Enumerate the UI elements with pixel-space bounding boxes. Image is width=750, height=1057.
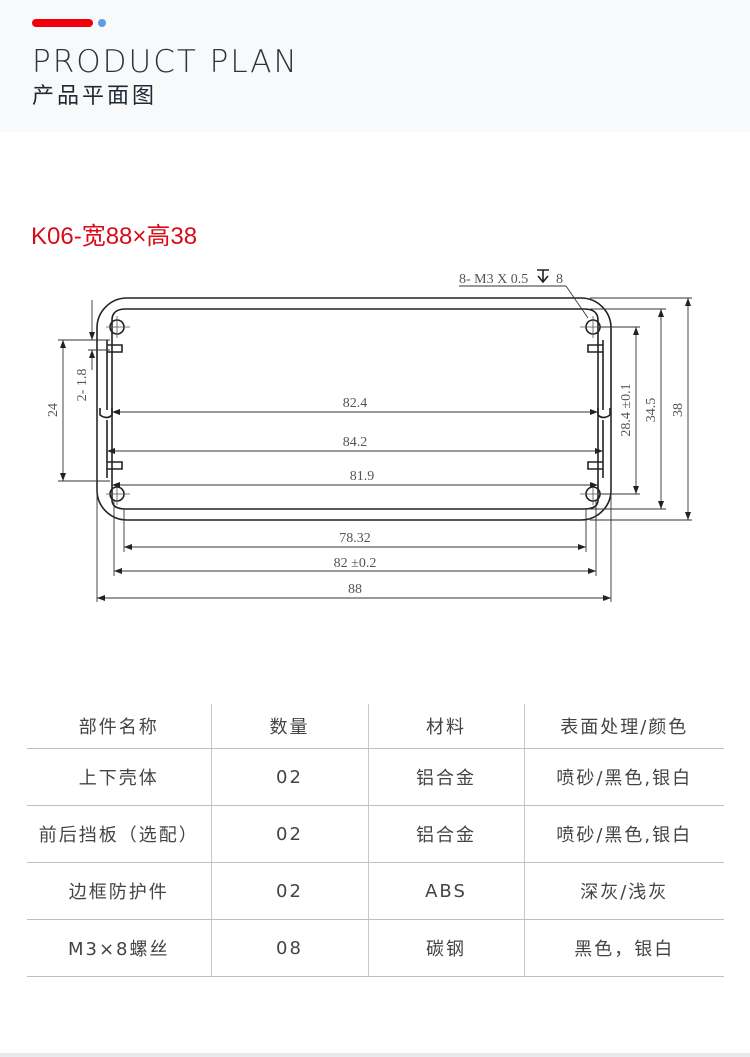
center-marks: [106, 316, 604, 505]
cell-quantity: 08: [210, 919, 368, 977]
cell-material: ABS: [367, 862, 524, 920]
cell-part-name: 上下壳体: [27, 748, 211, 806]
cell-quantity: 02: [210, 748, 368, 806]
dim-bottom-inner: 78.32: [339, 531, 371, 546]
header-finish: 表面处理/颜色: [523, 704, 724, 749]
dim-hole-spacing: 82 ±0.2: [334, 556, 377, 571]
enclosure-drawing: 82.4 84.2 81.9 78.32 82 ±0.2 88 24 2- 1.…: [46, 269, 692, 602]
header-part-name: 部件名称: [27, 704, 211, 749]
cell-quantity: 02: [210, 805, 368, 863]
header-quantity: 数量: [210, 704, 368, 749]
model-label: K06-宽88×高38: [31, 223, 198, 250]
page-title-en: PRODUCT PLAN: [32, 44, 299, 80]
dimension-lines: [58, 285, 692, 602]
cell-finish: 喷砂/黑色,银白: [523, 805, 724, 863]
table-row: 上下壳体 02 铝合金 喷砂/黑色,银白: [27, 748, 724, 806]
dim-hole-height: 28.4 ±0.1: [619, 383, 634, 436]
table-header-row: 部件名称 数量 材料 表面处理/颜色: [27, 704, 724, 749]
dim-left-height: 24: [46, 403, 61, 417]
callout-depth: 8: [556, 272, 563, 287]
accent-bar: [32, 19, 93, 27]
table-row: 前后挡板（选配） 02 铝合金 喷砂/黑色,银白: [27, 805, 724, 863]
cell-material: 铝合金: [367, 748, 524, 806]
depth-symbol-icon: [537, 269, 549, 284]
cell-part-name: 边框防护件: [27, 862, 211, 920]
cell-material: 铝合金: [367, 805, 524, 863]
dim-inner-width: 84.2: [343, 435, 368, 450]
dim-total-width: 88: [348, 582, 362, 597]
cell-part-name: 前后挡板（选配）: [27, 805, 211, 863]
cell-finish: 喷砂/黑色,银白: [523, 748, 724, 806]
accent-dot: [98, 19, 106, 27]
table-row: M3×8螺丝 08 碳钢 黑色，银白: [27, 919, 724, 977]
dim-total-height: 38: [671, 403, 686, 417]
dim-slot-thickness: 2- 1.8: [75, 369, 90, 402]
dim-inner-height: 34.5: [644, 398, 659, 423]
dim-slot-width: 81.9: [350, 469, 375, 484]
cell-quantity: 02: [210, 862, 368, 920]
cell-finish: 深灰/浅灰: [523, 862, 724, 920]
footer-divider: [0, 1053, 750, 1057]
parts-table: 部件名称 数量 材料 表面处理/颜色 上下壳体 02 铝合金 喷砂/黑色,银白 …: [27, 704, 724, 977]
header-section: PRODUCT PLAN 产品平面图: [0, 0, 750, 132]
dim-inner-groove-width: 82.4: [343, 396, 368, 411]
callout-thread: 8- M3 X 0.5: [459, 272, 528, 287]
cell-finish: 黑色，银白: [523, 919, 724, 977]
cell-part-name: M3×8螺丝: [27, 919, 211, 977]
cell-material: 碳钢: [367, 919, 524, 977]
table-row: 边框防护件 02 ABS 深灰/浅灰: [27, 862, 724, 920]
header-material: 材料: [367, 704, 524, 749]
page-title-cn: 产品平面图: [32, 84, 158, 109]
dimension-labels: 82.4 84.2 81.9 78.32 82 ±0.2 88 24 2- 1.…: [46, 269, 686, 597]
